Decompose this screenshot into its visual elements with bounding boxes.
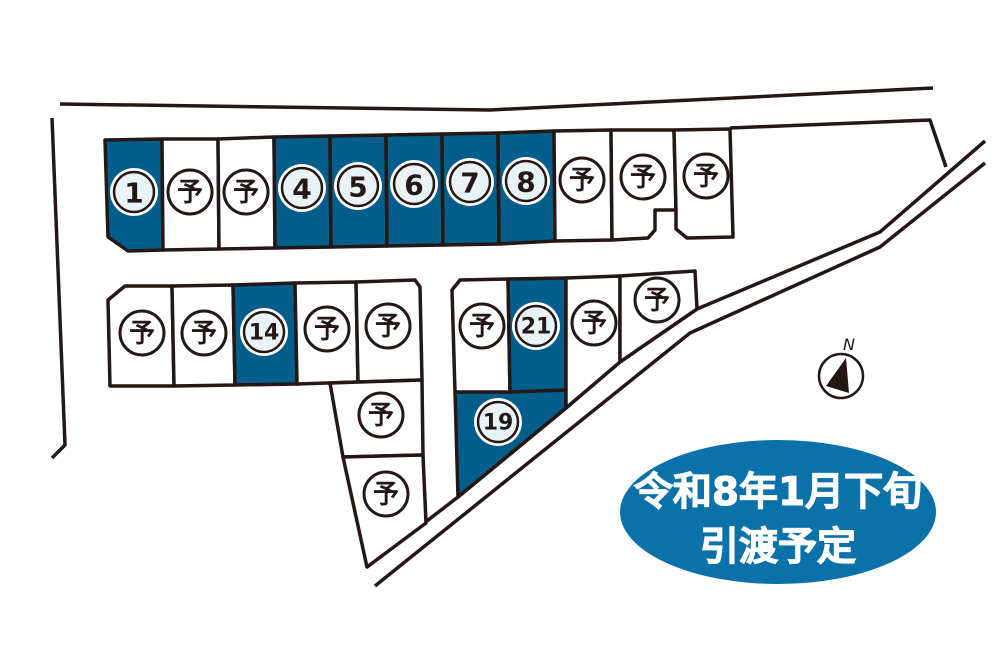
- marker-circle: [357, 391, 405, 439]
- marker-label: 予: [191, 319, 217, 349]
- marker-label: 予: [581, 309, 607, 339]
- marker-label: 7: [460, 167, 479, 200]
- west-boundary: [50, 117, 67, 460]
- marker-circle: [476, 400, 520, 444]
- marker-circle: [180, 309, 228, 357]
- main-road-lower-edge: [373, 161, 987, 588]
- marker-circle: [392, 162, 436, 206]
- marker-label: 6: [404, 169, 423, 202]
- lot-number-marker: 21: [512, 302, 560, 350]
- lot-number-marker: 7: [446, 158, 494, 206]
- marker-circle: [514, 304, 558, 348]
- reserved-marker: 予: [558, 156, 606, 204]
- marker-label: 予: [630, 163, 656, 193]
- marker-label: 予: [373, 480, 399, 510]
- marker-label: 予: [644, 286, 670, 316]
- marker-circle: [112, 170, 156, 214]
- marker-circle: [280, 166, 324, 210]
- marker-label: 1: [124, 177, 143, 210]
- marker-label: 予: [129, 319, 155, 349]
- reserved-marker: 予: [222, 168, 270, 216]
- reserved-marker: 予: [364, 302, 412, 350]
- lot-number-marker: 8: [502, 157, 550, 205]
- marker-circle: [619, 153, 667, 201]
- banner-line-2: 引渡予定: [700, 525, 856, 570]
- marker-circle: [303, 305, 351, 353]
- marker-circle: [118, 309, 166, 357]
- reserved-marker: 予: [619, 153, 667, 201]
- marker-label: 14: [249, 321, 280, 346]
- marker-circle: [336, 164, 380, 208]
- marker-circle: [166, 168, 214, 216]
- reserved-marker: 予: [682, 152, 730, 200]
- compass: N: [817, 335, 865, 400]
- lot-number-marker: 4: [278, 164, 326, 212]
- lot-number-marker: 19: [474, 398, 522, 446]
- handover-banner: 令和8年1月下旬 引渡予定: [620, 440, 936, 584]
- compass-north-label: N: [843, 335, 855, 354]
- parcel-outline-east: [729, 118, 948, 168]
- marker-label: 19: [483, 411, 514, 436]
- marker-label: 4: [292, 173, 311, 206]
- marker-label: 予: [177, 178, 203, 208]
- marker-label: 21: [521, 315, 552, 340]
- reserved-marker: 予: [180, 309, 228, 357]
- lot-number-marker: 5: [334, 162, 382, 210]
- marker-circle: [458, 302, 506, 350]
- marker-circle: [558, 156, 606, 204]
- reserved-marker: 予: [362, 470, 410, 518]
- lot-number-marker: 1: [110, 168, 158, 216]
- marker-circle: [222, 168, 270, 216]
- marker-circle: [570, 299, 618, 347]
- reserved-marker: 予: [118, 309, 166, 357]
- banner-line-1: 令和8年1月下旬: [634, 470, 922, 515]
- north-arrow-icon: [826, 358, 849, 393]
- marker-circle: [448, 160, 492, 204]
- reserved-marker: 予: [570, 299, 618, 347]
- marker-label: 予: [569, 166, 595, 196]
- marker-circle: [682, 152, 730, 200]
- marker-circle: [504, 159, 548, 203]
- marker-label: 予: [233, 178, 259, 208]
- marker-circle: [242, 310, 286, 354]
- marker-circle: [633, 276, 681, 324]
- reserved-marker: 予: [357, 391, 405, 439]
- reserved-marker: 予: [166, 168, 214, 216]
- reserved-marker: 予: [458, 302, 506, 350]
- marker-label: 予: [693, 162, 719, 192]
- marker-label: 予: [314, 315, 340, 345]
- marker-label: 予: [368, 401, 394, 431]
- marker-label: 8: [516, 166, 535, 199]
- marker-circle: [362, 470, 410, 518]
- marker-circle: [364, 302, 412, 350]
- marker-label: 予: [469, 312, 495, 342]
- banner-oval: [620, 440, 936, 584]
- lot-number-marker: 6: [390, 160, 438, 208]
- marker-label: 予: [375, 312, 401, 342]
- lot-number-marker: 14: [240, 308, 288, 356]
- north-road-edge: [59, 86, 934, 112]
- reserved-marker: 予: [303, 305, 351, 353]
- marker-label: 5: [348, 171, 367, 204]
- reserved-marker: 予: [633, 276, 681, 324]
